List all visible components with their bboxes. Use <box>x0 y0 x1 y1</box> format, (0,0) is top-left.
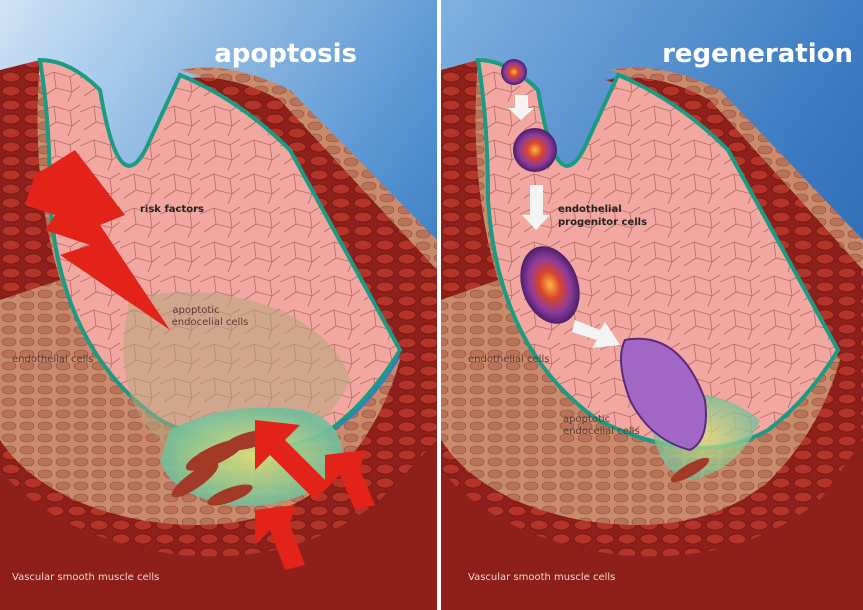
label-apoptotic-line2: endocelial cells <box>172 317 249 328</box>
label-vsmc: Vascular smooth muscle cells <box>12 572 159 583</box>
label-endothelial-cells: endothelial cells <box>468 354 549 365</box>
panel-divider <box>437 0 441 610</box>
panel-title-regeneration: regeneration <box>662 39 853 69</box>
label-epc-line1: endothelial <box>558 204 622 215</box>
label-apoptotic-line1: apoptotic <box>563 414 610 425</box>
label-endothelial-cells: endothelial cells <box>12 354 93 365</box>
panel-title-apoptosis: apoptosis <box>214 39 357 69</box>
progenitor-cell-2 <box>513 128 557 172</box>
panel-regeneration: regeneration endothelial progenitor cell… <box>441 0 863 610</box>
label-risk-factors: risk factors <box>140 204 204 215</box>
label-apoptotic-line1: apoptotic <box>172 305 219 316</box>
label-apoptotic-line2: endocelial cells <box>563 426 640 437</box>
panel-apoptosis: apoptosis risk factors apoptotic endocel… <box>0 0 437 610</box>
progenitor-cell-1 <box>501 59 527 85</box>
label-vsmc: Vascular smooth muscle cells <box>468 572 615 583</box>
label-epc-line2: progenitor cells <box>558 217 647 228</box>
